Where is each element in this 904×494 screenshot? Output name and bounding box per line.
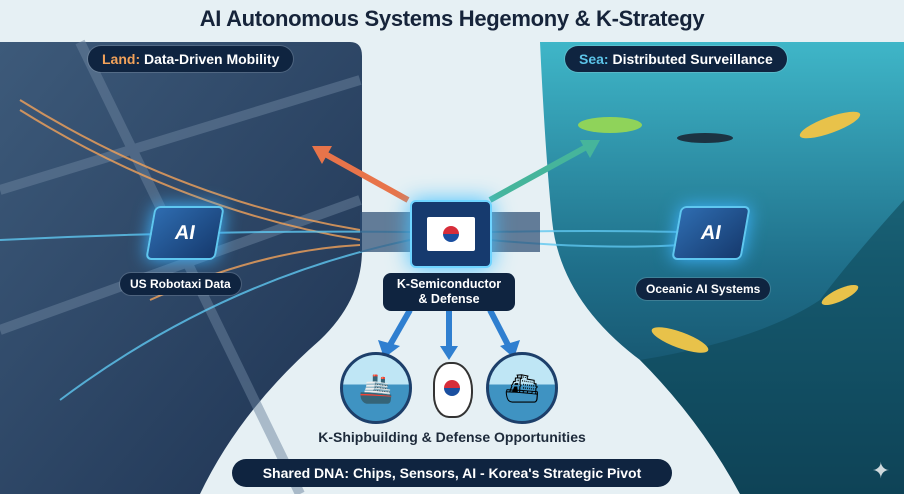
sea-prefix: Sea: (579, 51, 609, 67)
arrow-down-left (387, 308, 413, 347)
korea-map-icon (433, 362, 473, 418)
sparkle-icon: ✦ (871, 458, 890, 483)
sea-label: Distributed Surveillance (612, 51, 773, 67)
arrow-down-right (487, 308, 511, 347)
arrow-to-sea (488, 142, 592, 203)
sea-ai-chip: AI (671, 206, 751, 260)
center-label: K-Semiconductor & Defense (383, 273, 515, 311)
sea-header: Sea: Distributed Surveillance (565, 46, 787, 72)
footer-banner: Shared DNA: Chips, Sensors, AI - Korea's… (232, 459, 672, 487)
shipbuilding-icon: 🚢 (340, 352, 412, 424)
opportunities-label: K-Shipbuilding & Defense Opportunities (318, 429, 586, 445)
warship-icon: ⛴ (486, 352, 558, 424)
korea-chip (410, 200, 492, 268)
sea-caption: Oceanic AI Systems (636, 278, 771, 300)
land-ai-chip: AI (145, 206, 225, 260)
land-header: Land: Data-Driven Mobility (88, 46, 294, 72)
land-caption: US Robotaxi Data (120, 273, 241, 295)
land-label: Data-Driven Mobility (144, 51, 280, 67)
land-prefix: Land: (102, 51, 141, 67)
korea-flag-icon (427, 217, 475, 251)
page-title: AI Autonomous Systems Hegemony & K-Strat… (199, 6, 705, 31)
center-label-line2: & Defense (418, 292, 480, 306)
center-label-line1: K-Semiconductor (396, 277, 502, 291)
arrow-to-land (316, 147, 410, 203)
